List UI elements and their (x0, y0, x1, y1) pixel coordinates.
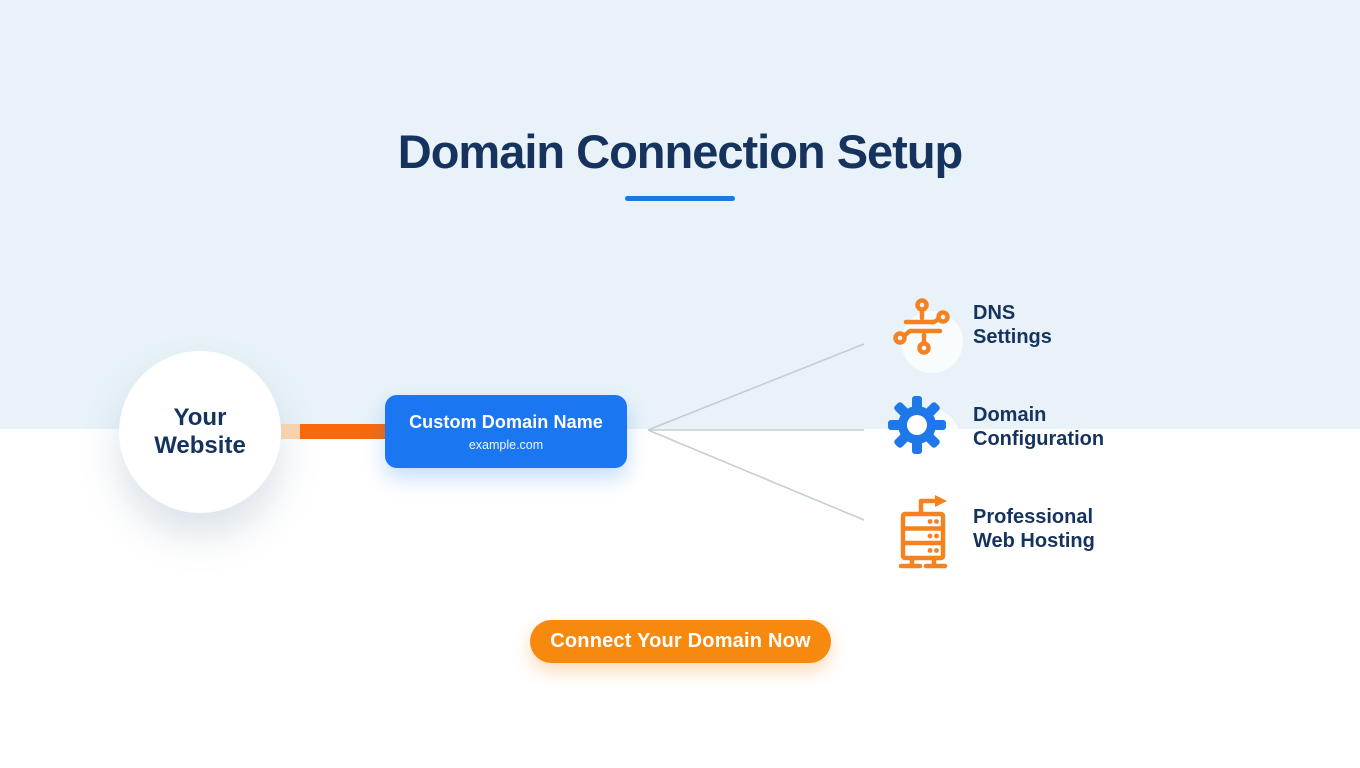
connector-segment-orange (300, 424, 386, 439)
custom-domain-example: example.com (468, 437, 544, 452)
custom-domain-title: Custom Domain Name (409, 411, 603, 432)
feature-label-dns-settings: DNS Settings (973, 302, 1052, 348)
dns-circuit-icon (891, 296, 953, 363)
feature-label-domain-configuration: Domain Configuration (973, 404, 1105, 450)
feature-label-web-hosting: Professional Web Hosting (973, 506, 1095, 552)
your-website-label: Your Website (154, 404, 246, 459)
your-website-node: Your Website (119, 351, 281, 513)
custom-domain-card: Custom Domain Name example.com (385, 395, 627, 468)
page-title: Domain Connection Setup (397, 125, 964, 178)
connector-segment-light (281, 424, 305, 439)
connect-domain-button[interactable]: Connect Your Domain Now (530, 620, 831, 663)
server-icon (891, 492, 955, 577)
gear-icon (885, 393, 949, 462)
title-underline (625, 196, 735, 201)
